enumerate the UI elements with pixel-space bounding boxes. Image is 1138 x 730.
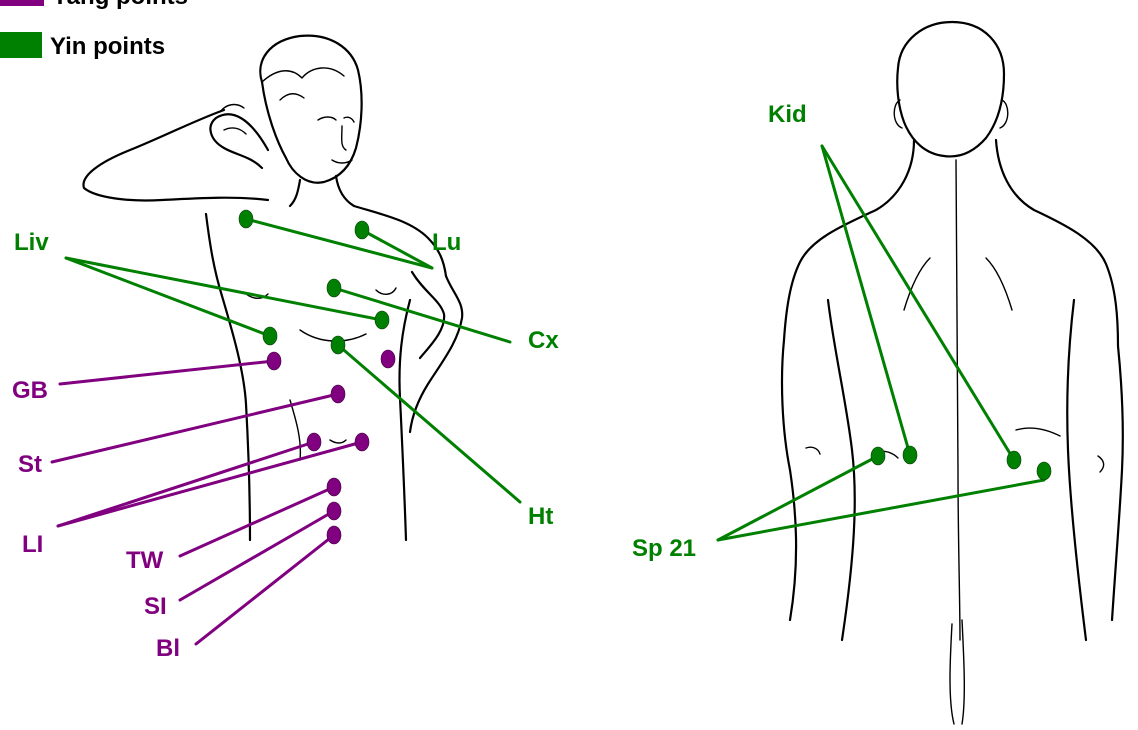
- back-figure: [782, 22, 1123, 724]
- back-head-outline: [897, 22, 1004, 156]
- front-labels: Liv Lu Cx Ht GB St LI TW SI Bl: [12, 229, 559, 662]
- yang-point-bl: [327, 526, 341, 544]
- label-liv: Liv: [14, 229, 49, 256]
- yin-point-liv-2: [375, 311, 389, 329]
- legend-yang-swatch: [0, 0, 44, 6]
- label-li: LI: [22, 531, 43, 558]
- back-ears: [894, 100, 1008, 128]
- yang-point-tw: [327, 478, 341, 496]
- back-arms: [782, 300, 1123, 640]
- front-torso: [206, 214, 410, 540]
- label-lu: Lu: [432, 229, 461, 256]
- legend: Yang points Yin points: [0, 0, 188, 60]
- label-cx: Cx: [528, 327, 559, 354]
- leader-ht: [338, 345, 520, 502]
- front-raised-arm: [83, 110, 268, 201]
- label-kid: Kid: [768, 101, 807, 128]
- back-labels: Kid Sp 21: [632, 101, 807, 562]
- front-face-features: [318, 117, 354, 163]
- label-gb: GB: [12, 377, 48, 404]
- front-head-outline: [260, 36, 361, 183]
- yang-point-li-1: [307, 433, 321, 451]
- legend-yin-swatch: [0, 32, 42, 58]
- label-sp21: Sp 21: [632, 535, 696, 562]
- yang-point-right-flank: [381, 350, 395, 368]
- leader-kid-2: [822, 146, 1014, 460]
- label-bl: Bl: [156, 635, 180, 662]
- leader-tw: [180, 487, 334, 556]
- yin-point-lu-2: [355, 221, 369, 239]
- front-hip-arm: [410, 272, 462, 432]
- yin-point-sp21-1: [871, 447, 885, 465]
- leader-sp21-2: [718, 480, 1044, 540]
- label-tw: TW: [126, 547, 164, 574]
- legend-yang-label: Yang points: [52, 0, 188, 10]
- label-ht: Ht: [528, 503, 553, 530]
- leader-si: [180, 511, 334, 600]
- yang-point-si: [327, 502, 341, 520]
- back-neck-shoulders: [784, 140, 1118, 346]
- yang-point-st: [331, 385, 345, 403]
- label-si: SI: [144, 593, 167, 620]
- leader-lines: [52, 146, 1044, 644]
- leader-li-2: [58, 442, 362, 526]
- leader-lu-2: [362, 230, 432, 268]
- yang-point-gb: [267, 352, 281, 370]
- legend-yin-label: Yin points: [50, 33, 165, 60]
- yin-point-lu-1: [239, 210, 253, 228]
- leader-st: [52, 394, 338, 462]
- yang-point-li-2: [355, 433, 369, 451]
- yin-point-cx: [327, 279, 341, 297]
- leader-liv-1: [66, 258, 270, 336]
- leader-lu-1: [246, 219, 432, 268]
- label-st: St: [18, 451, 42, 478]
- front-hair: [262, 68, 344, 100]
- yin-point-ht: [331, 336, 345, 354]
- back-spine: [950, 160, 964, 724]
- yin-point-kid-1: [903, 446, 917, 464]
- yin-point-liv-1: [263, 327, 277, 345]
- yin-point-kid-2: [1007, 451, 1021, 469]
- yin-point-sp21-2: [1037, 462, 1051, 480]
